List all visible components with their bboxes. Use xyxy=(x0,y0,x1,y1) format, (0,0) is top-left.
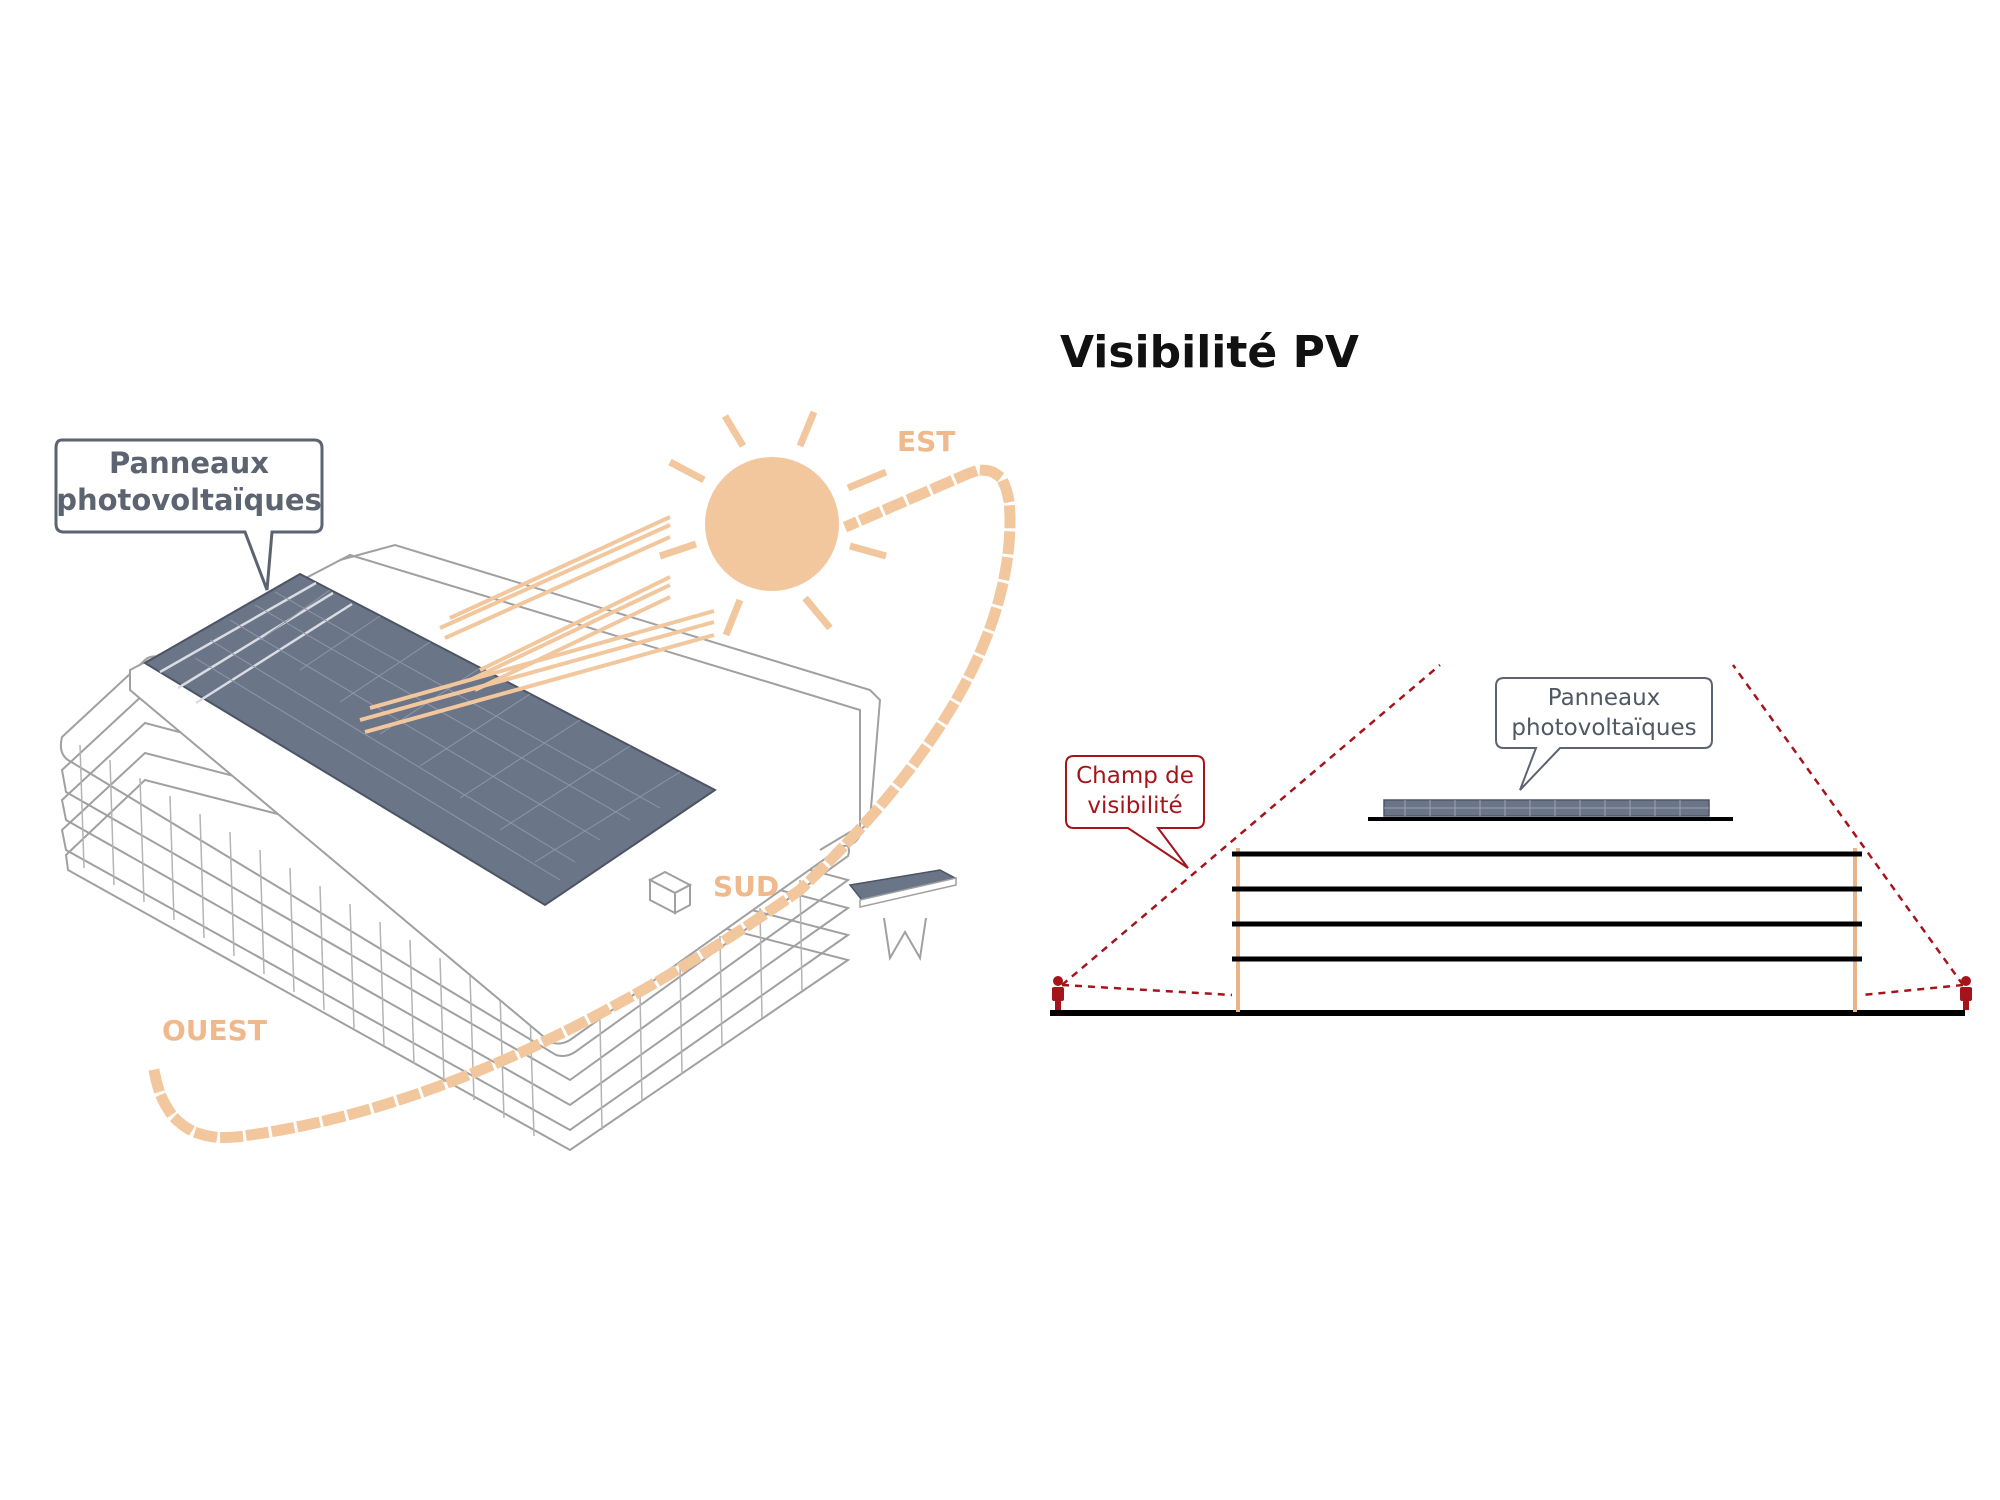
building-axonometric xyxy=(59,543,958,1152)
callout-visibility-line1: Champ de xyxy=(1076,763,1194,789)
sun-path-trajectory xyxy=(148,464,1016,1143)
building-facade-fins xyxy=(79,744,803,1137)
floor-slabs xyxy=(1232,851,1862,962)
section-pv-panel-grid xyxy=(1384,800,1709,816)
page-title: Visibilité PV xyxy=(1060,327,1359,378)
compass-west-label: OUEST xyxy=(162,1014,267,1047)
walkway-bridge xyxy=(848,869,958,961)
callout-pv-panels-left: Panneaux photovoltaïques xyxy=(54,438,324,591)
callout-left-line2: photovoltaïques xyxy=(56,483,322,517)
callout-left-line1: Panneaux xyxy=(109,446,269,480)
sun-icon xyxy=(658,410,888,637)
visibility-sightlines xyxy=(1061,664,1965,997)
building-floor-slabs xyxy=(59,655,851,1152)
compass-east-label: EST xyxy=(897,425,955,458)
callout-visibility-field: Champ de visibilité xyxy=(1065,755,1205,869)
building-section: Panneaux photovoltaïques Champ de visibi… xyxy=(1050,664,1972,1016)
observer-right-icon xyxy=(1960,976,1972,1010)
callout-right-line1: Panneaux xyxy=(1548,685,1661,711)
callout-right-line2: photovoltaïques xyxy=(1511,715,1696,741)
compass-south-label: SUD xyxy=(713,870,779,903)
pv-panel-grid xyxy=(194,589,681,881)
callout-visibility-line2: visibilité xyxy=(1087,793,1182,819)
observer-left-icon xyxy=(1052,976,1064,1010)
rooftop-kiosk xyxy=(647,870,693,915)
callout-pv-panels-right: Panneaux photovoltaïques xyxy=(1495,677,1713,791)
sunlight-rays xyxy=(359,515,715,734)
